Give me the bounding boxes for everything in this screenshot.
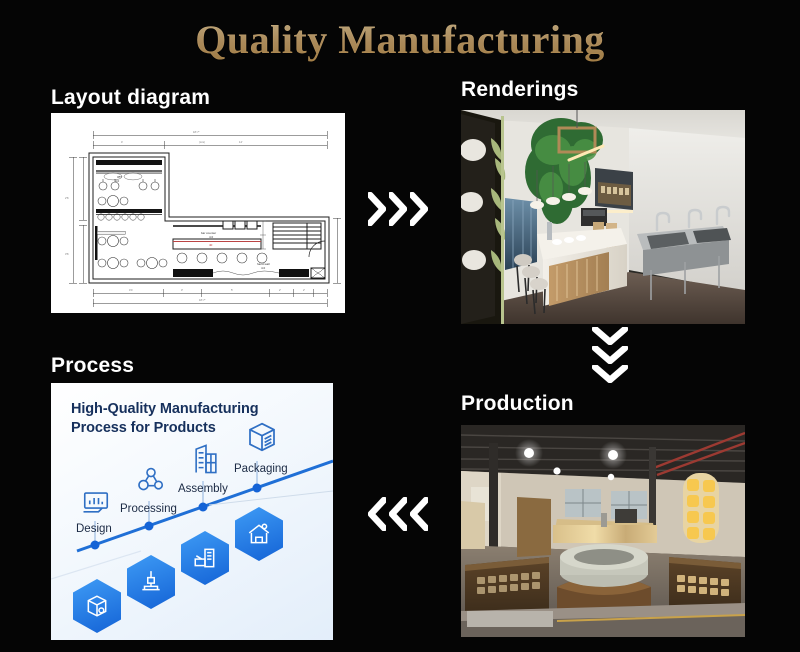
section-label-renderings: Renderings xyxy=(461,78,579,101)
hex-step-cube-box xyxy=(73,579,121,633)
svg-text:gas: gas xyxy=(117,175,122,179)
infographic-title-line1: High-Quality Manufacturing xyxy=(71,401,259,417)
svg-text:bar counter: bar counter xyxy=(201,231,216,235)
hex-step-machine-printer xyxy=(181,531,229,585)
svg-text:18'-7": 18'-7" xyxy=(199,298,206,302)
svg-text:2'8: 2'8 xyxy=(65,196,69,200)
interior-rendering-image xyxy=(461,110,745,324)
svg-text:40: 40 xyxy=(209,243,213,247)
chevron-left-1 xyxy=(368,497,386,531)
cad-floor-plan-drawing: gas 4.0 xyxy=(51,113,345,313)
section-label-production: Production xyxy=(461,392,574,415)
chevron-left-3 xyxy=(410,497,428,531)
svg-text:hand wall: hand wall xyxy=(257,262,270,266)
chevron-right-1 xyxy=(368,192,386,226)
factory-building-icon xyxy=(191,443,221,475)
svg-text:2': 2' xyxy=(303,288,305,292)
svg-text:18'-7": 18'-7" xyxy=(193,130,200,134)
layout-diagram-panel: gas 4.0 xyxy=(51,113,345,313)
chevron-left-2 xyxy=(389,497,407,531)
step-label-packaging: Packaging xyxy=(234,463,288,475)
monitor-chart-icon xyxy=(81,488,111,518)
svg-text:2': 2' xyxy=(279,288,281,292)
svg-text:4.0: 4.0 xyxy=(115,179,120,183)
chevrons-right-icon xyxy=(368,192,428,226)
process-connector-line xyxy=(51,459,333,580)
chevron-right-3 xyxy=(410,192,428,226)
hex-step-cnc-press xyxy=(127,555,175,609)
svg-text:4': 4' xyxy=(121,140,123,144)
chevrons-left-icon xyxy=(368,497,428,531)
svg-text:4.0: 4.0 xyxy=(209,235,214,239)
chevron-down-2 xyxy=(592,346,628,364)
infographic-title-line2: Process for Products xyxy=(71,420,216,437)
page-title: Quality Manufacturing xyxy=(0,16,800,63)
svg-text:4.0: 4.0 xyxy=(261,266,266,270)
section-label-process: Process xyxy=(51,354,135,377)
svg-text:5': 5' xyxy=(231,288,233,292)
step-label-processing: Processing xyxy=(120,503,177,515)
chevron-down-3 xyxy=(592,365,628,383)
step-label-assembly: Assembly xyxy=(178,483,228,495)
step-label-design: Design xyxy=(76,523,112,535)
svg-text:14': 14' xyxy=(239,140,243,144)
svg-text:(mm): (mm) xyxy=(199,140,205,144)
process-infographic-panel: High-Quality Manufacturing Process for P… xyxy=(51,383,333,640)
svg-text:3': 3' xyxy=(181,288,183,292)
section-label-layout: Layout diagram xyxy=(51,86,211,109)
chevrons-down-icon xyxy=(592,327,628,383)
chevron-down-1 xyxy=(592,327,628,345)
svg-text:3'8: 3'8 xyxy=(65,252,69,256)
package-box-icon xyxy=(246,421,278,453)
renderings-photo-panel xyxy=(461,110,745,324)
chevron-right-2 xyxy=(389,192,407,226)
svg-text:4'0: 4'0 xyxy=(129,288,133,292)
factory-production-image xyxy=(461,425,745,637)
molecule-icon xyxy=(136,465,166,495)
production-photo-panel xyxy=(461,425,745,637)
hex-step-factory-house xyxy=(235,507,283,561)
infographic-title: High-Quality Manufacturing Process for P… xyxy=(71,400,311,438)
